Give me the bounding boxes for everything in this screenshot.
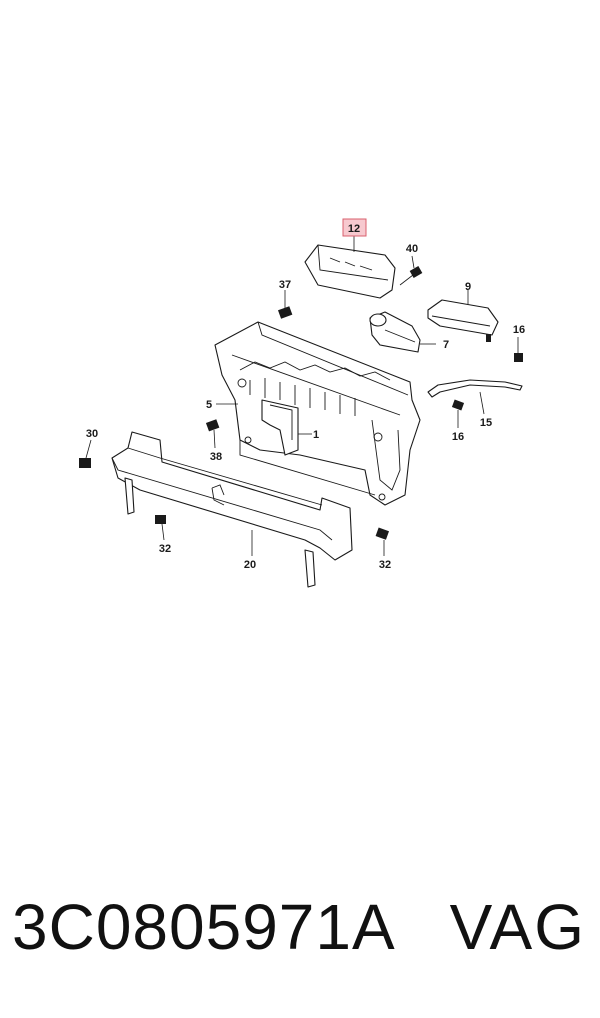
footer: 3C0805971A VAG <box>0 890 600 980</box>
part-5-front-carrier <box>214 321 421 506</box>
screw-16b <box>451 399 465 411</box>
screw-32b <box>375 527 390 540</box>
screw-38 <box>205 419 220 432</box>
callout-16a: 16 <box>513 324 525 336</box>
callout-32b: 32 <box>379 559 391 571</box>
callout-5: 5 <box>206 399 212 411</box>
callout-37: 37 <box>279 279 291 291</box>
screw-37 <box>277 306 293 319</box>
callout-20: 20 <box>244 559 256 571</box>
leader-lines <box>85 236 519 556</box>
callout-30: 30 <box>86 428 98 440</box>
callout-15: 15 <box>480 417 492 429</box>
callout-7: 7 <box>443 339 449 351</box>
callout-16b: 16 <box>452 431 464 443</box>
screw-30 <box>79 458 91 468</box>
screw-40 <box>399 266 423 286</box>
part-number: 3C0805971A <box>12 891 396 963</box>
brand-label: VAG <box>449 891 586 963</box>
part-9-cover <box>427 299 499 342</box>
callout-12: 12 <box>348 223 360 235</box>
callout-9: 9 <box>465 281 471 293</box>
callout-1: 1 <box>313 429 319 441</box>
screw-16a <box>514 353 523 362</box>
screw-32a <box>155 515 166 524</box>
part-1-center-bracket <box>261 399 299 456</box>
callout-12-highlight <box>342 218 367 237</box>
part-20-crossmember <box>111 431 353 588</box>
part-15-strip <box>427 379 523 398</box>
part-7-duct <box>369 311 421 353</box>
callout-40: 40 <box>406 243 418 255</box>
part-12-air-guide <box>304 244 396 299</box>
callout-32a: 32 <box>159 543 171 555</box>
callout-38: 38 <box>210 451 222 463</box>
exploded-parts-diagram: 12 40 37 9 16 7 5 1 16 15 30 38 32 20 32 <box>79 218 525 588</box>
